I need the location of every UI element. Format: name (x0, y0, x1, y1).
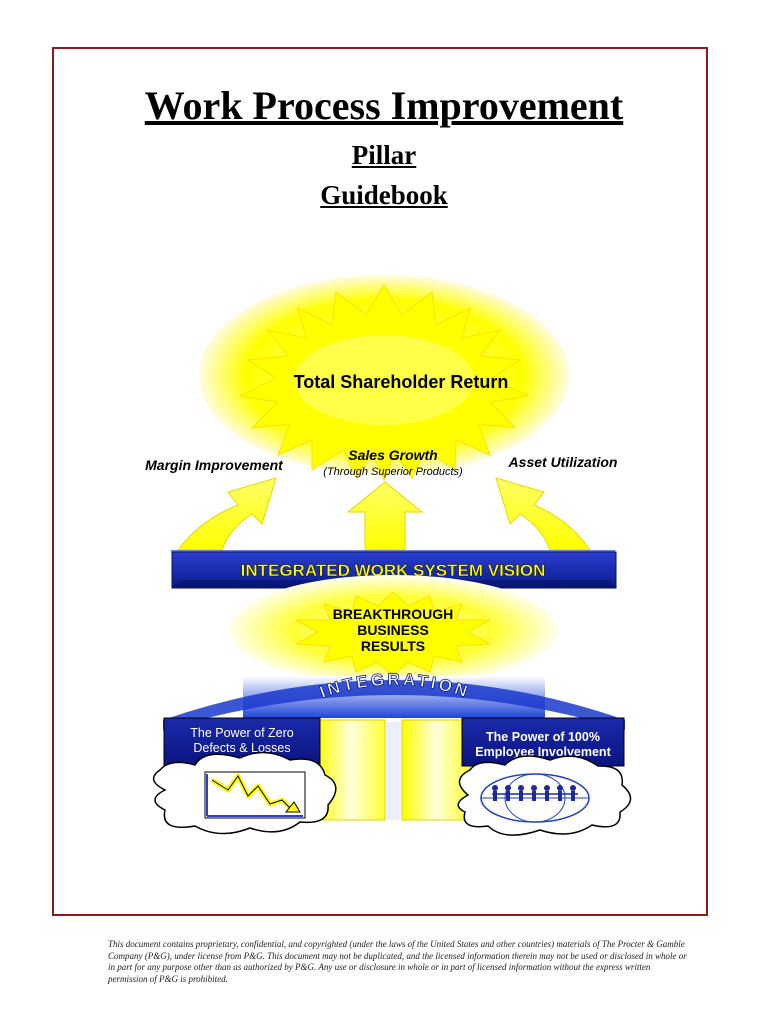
left-arrow (177, 477, 277, 551)
breakthrough-line3: RESULTS (361, 638, 425, 654)
zero-defects-line2: Defects & Losses (193, 741, 290, 755)
vision-banner-label: INTEGRATED WORK SYSTEM VISION (241, 561, 546, 580)
document-subtitle-pillar: Pillar (351, 140, 417, 170)
right-arrow (495, 477, 591, 551)
employee-involvement-line2: Employee Involvement (475, 745, 611, 759)
top-star-label: Total Shareholder Return (294, 372, 509, 392)
globe-people-icon (480, 773, 590, 823)
breakthrough-line2: BUSINESS (357, 622, 429, 638)
declining-chart-icon (204, 771, 306, 819)
document-subtitle-guidebook: Guidebook (320, 180, 448, 210)
asset-utilization-label: Asset Utilization (508, 454, 618, 470)
employee-involvement-line1: The Power of 100% (486, 730, 600, 744)
center-arrow (346, 481, 424, 551)
disclaimer-text: This document contains proprietary, conf… (108, 939, 687, 984)
integration-arch (163, 680, 625, 730)
document-title: Work Process Improvement (144, 83, 624, 128)
sales-growth-sub: (Through Superior Products) (323, 466, 463, 478)
sales-growth-label: Sales Growth (348, 447, 437, 463)
zero-defects-line1: The Power of Zero (190, 726, 294, 740)
breakthrough-line1: BREAKTHROUGH (333, 606, 454, 622)
margin-improvement-label: Margin Improvement (145, 457, 284, 473)
